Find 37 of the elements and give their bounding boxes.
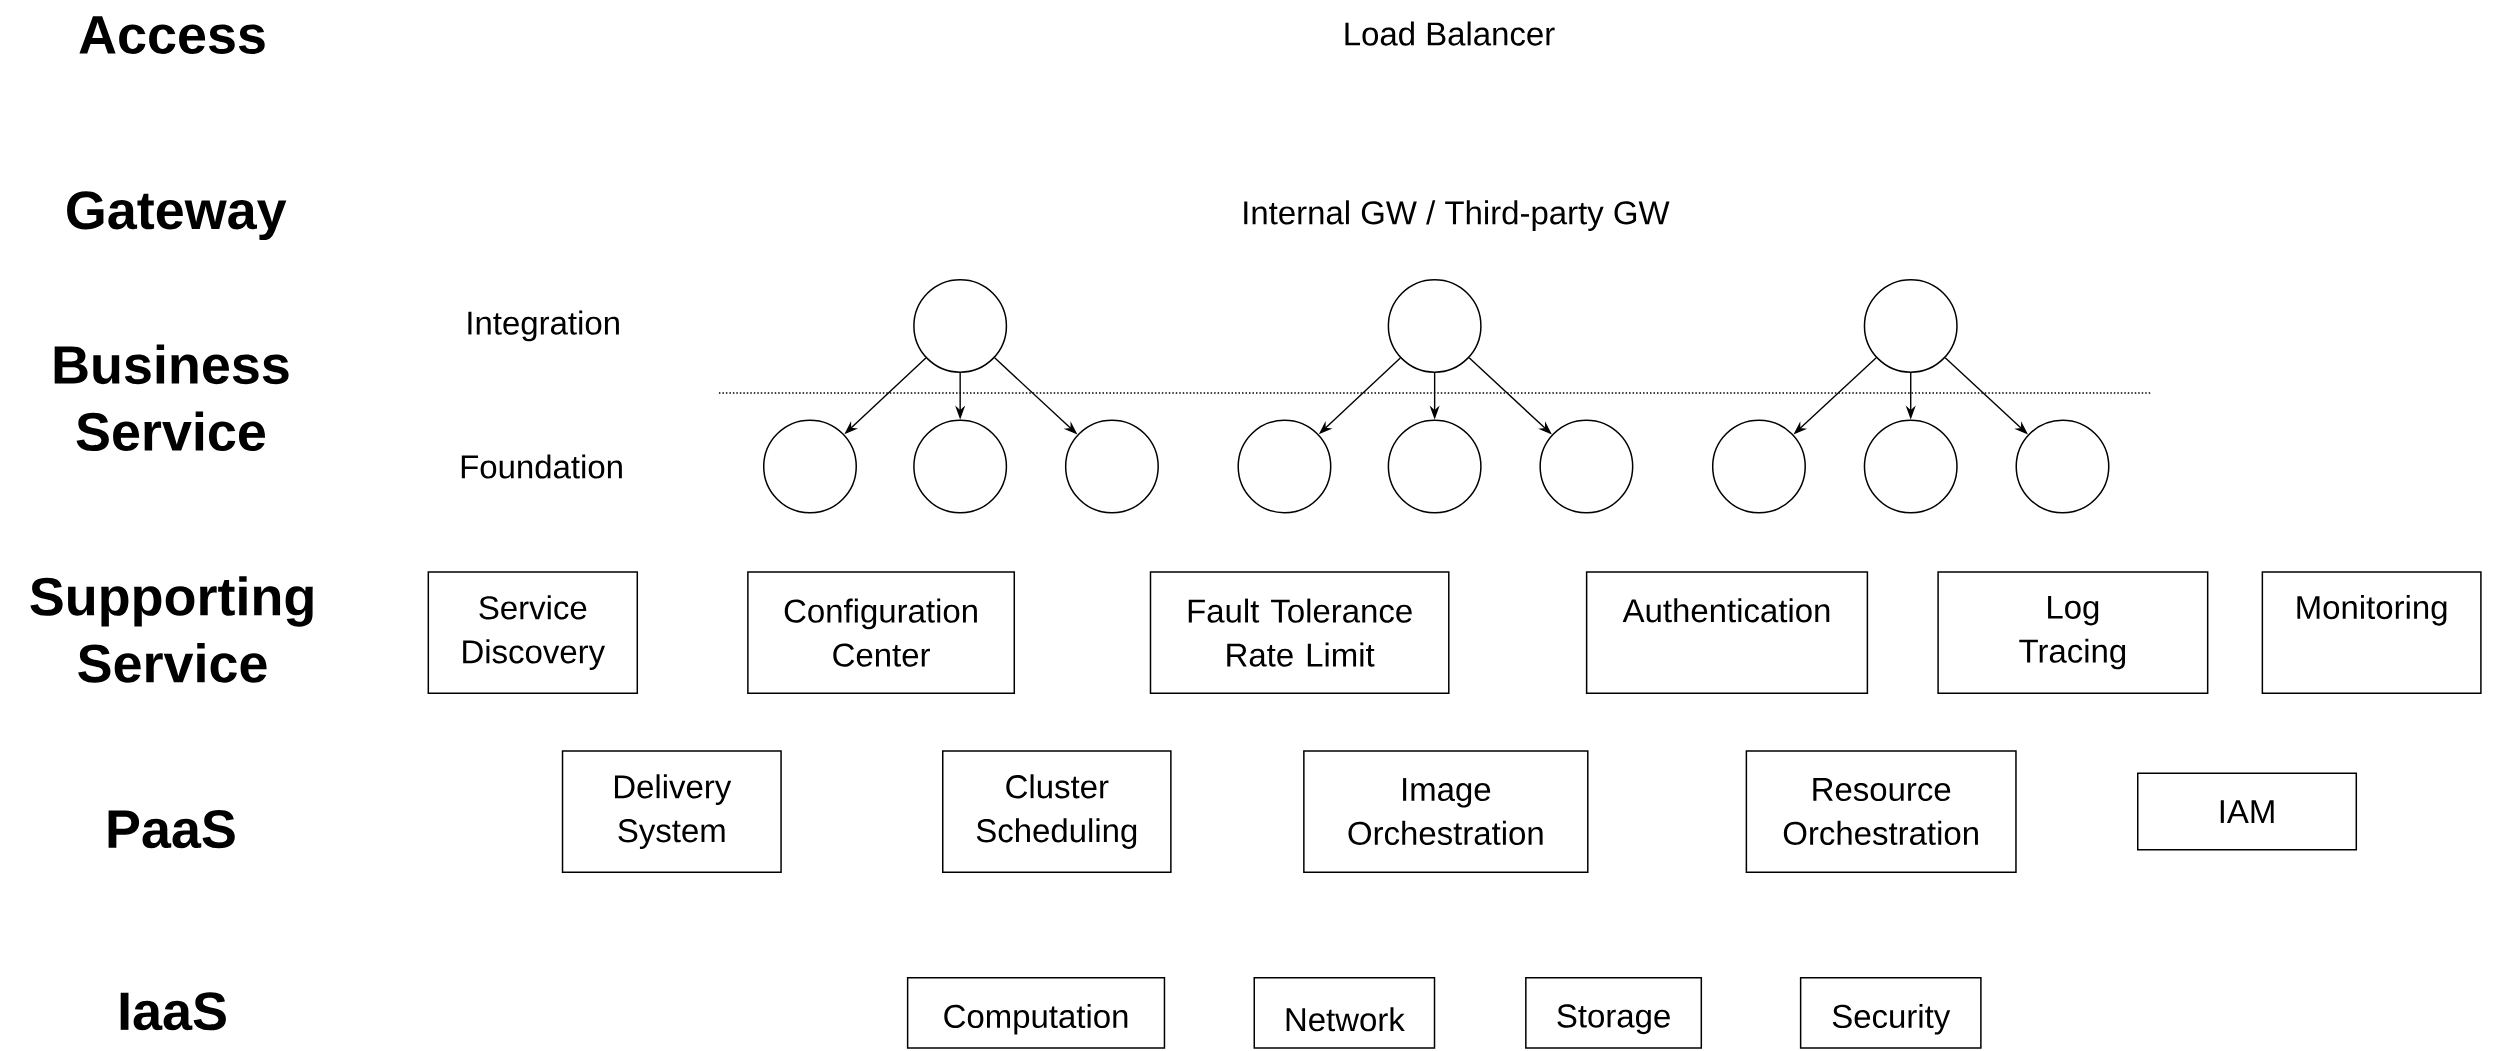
text-label: Load Balancer [1345, 21, 1555, 46]
circle [913, 419, 1008, 514]
service-box: Security [1799, 976, 1982, 1049]
layer-heading: PaaS [108, 809, 235, 849]
circle [1387, 419, 1482, 514]
service-box: Computation [906, 976, 1166, 1049]
service-box: Resource Orchestration [1745, 750, 2017, 873]
circle [1863, 278, 1958, 373]
service-box: Authentication [1585, 571, 1869, 694]
circle [913, 278, 1008, 373]
circle [2015, 419, 2110, 514]
service-box: Image Orchestration [1303, 750, 1589, 873]
service-box: Log Tracing [1937, 571, 2209, 694]
service-box: Cluster Scheduling [942, 750, 1172, 873]
text-label: Internal GW / Third-party GW [1244, 200, 1670, 231]
service-box: Configuration Center [747, 571, 1016, 694]
circle [1064, 419, 1159, 514]
service-box: Storage [1525, 976, 1703, 1049]
layer-heading: Access [79, 16, 265, 54]
service-box: Fault Tolerance Rate Limit [1149, 571, 1450, 694]
text-label: Integration [468, 310, 619, 342]
circle [1863, 419, 1958, 514]
service-box: Monitoring [2261, 571, 2482, 694]
circle [1711, 419, 1806, 514]
service-box: Network [1253, 976, 1436, 1049]
circle [1539, 419, 1634, 514]
layer-heading: Gateway [67, 191, 287, 240]
layer-heading: Business Service [54, 344, 289, 451]
service-box: IAM [2137, 772, 2358, 851]
circle [1387, 278, 1482, 373]
circle [763, 419, 857, 514]
service-box: Delivery System [561, 750, 782, 873]
service-box: Service Discovery [427, 571, 639, 694]
layer-heading: IaaS [120, 992, 226, 1031]
layer-heading: Supporting Service [30, 576, 313, 683]
circle [1237, 419, 1332, 514]
text-label: Foundation [461, 454, 622, 479]
